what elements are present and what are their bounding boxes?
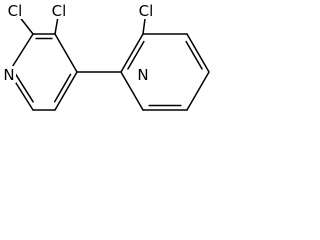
structure-canvas: Cl Cl Cl N N	[0, 0, 217, 120]
chlorine-label: Cl	[8, 2, 23, 20]
atom-cl-3prime-position: Cl	[135, 2, 157, 20]
chlorine-label: Cl	[139, 2, 154, 20]
double-bond-inner-c4-c5	[53, 73, 72, 103]
atom-n-right-ring: N	[136, 66, 150, 84]
atom-cl-3-position: Cl	[48, 2, 70, 20]
bond-c3-c4	[54, 33, 78, 73]
atom-cl-2-position: Cl	[4, 2, 26, 20]
atom-n-left-ring: N	[2, 66, 16, 84]
bond-c5p-c6p	[186, 71, 210, 111]
double-bond-inner-c6-n1	[15, 73, 34, 103]
bond-n1-c2	[8, 33, 34, 73]
double-bond-inner-c2p-c3p	[127, 40, 145, 70]
chlorine-label: Cl	[52, 2, 67, 20]
nitrogen-label: N	[3, 66, 14, 84]
bond-n1p-c2p	[120, 71, 144, 111]
double-bond-inner-c4p-c5p	[185, 40, 203, 70]
molecule-structure: Cl Cl Cl N N	[2, 2, 210, 111]
bond-c2p-c3p	[120, 33, 144, 73]
bond-c4-c5	[54, 71, 78, 111]
nitrogen-label: N	[137, 66, 148, 84]
bond-lines	[8, 10, 210, 111]
bond-c4p-c5p	[186, 33, 210, 73]
